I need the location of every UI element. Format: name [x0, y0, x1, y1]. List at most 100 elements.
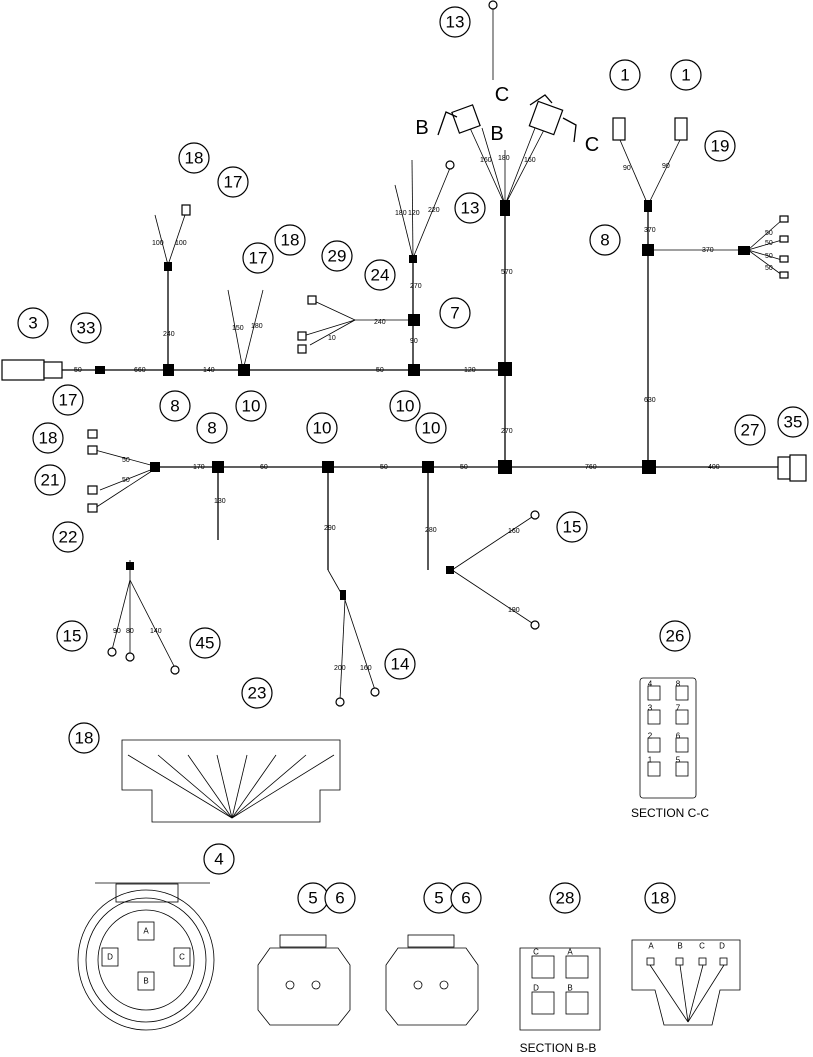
dim-label: 760 — [585, 464, 597, 471]
dim-label: 290 — [324, 525, 336, 532]
svg-text:8: 8 — [207, 419, 216, 438]
svg-text:45: 45 — [196, 634, 215, 653]
dim-label: 180 — [395, 210, 407, 217]
section-mark-c: C — [585, 134, 599, 156]
pin-label: C — [533, 948, 539, 957]
pin-label: 7 — [676, 704, 681, 713]
junction-markers — [95, 200, 750, 600]
svg-text:28: 28 — [556, 889, 575, 908]
svg-text:15: 15 — [63, 627, 82, 646]
dim-label: 120 — [464, 367, 476, 374]
dim-label: 100 — [152, 240, 164, 247]
callout-15: 15 — [556, 511, 588, 543]
callout-45: 45 — [189, 627, 221, 659]
svg-text:22: 22 — [59, 528, 78, 547]
svg-text:17: 17 — [249, 249, 268, 268]
dim-label: 50 — [122, 457, 130, 464]
callout-1: 1 — [609, 59, 641, 91]
callout-15: 15 — [56, 620, 88, 652]
svg-text:10: 10 — [313, 419, 332, 438]
dim-label: 660 — [134, 367, 146, 374]
pin-label: B — [567, 984, 572, 993]
svg-text:1: 1 — [681, 66, 690, 85]
callout-13: 13 — [454, 192, 486, 224]
section-label: SECTION B-B — [520, 1041, 597, 1055]
dim-label: 120 — [408, 210, 420, 217]
dim-label: 630 — [644, 397, 656, 404]
svg-text:33: 33 — [77, 319, 96, 338]
dim-label: 50 — [74, 367, 82, 374]
callout-8: 8 — [196, 412, 228, 444]
dim-label: 160 — [524, 157, 536, 164]
dimension-labels: 160 180 160 90 90 370 370 50 50 50 50 10… — [74, 155, 773, 672]
svg-text:27: 27 — [741, 421, 760, 440]
pin-label: 8 — [676, 680, 681, 689]
svg-text:13: 13 — [446, 13, 465, 32]
dim-label: 50 — [376, 367, 384, 374]
pin-label: B — [677, 942, 682, 951]
callout-10: 10 — [306, 412, 338, 444]
svg-text:18: 18 — [651, 889, 670, 908]
detail-5-6-connector-a — [257, 934, 351, 1026]
dim-label: 270 — [501, 428, 513, 435]
detail-4-round-connector — [77, 882, 215, 1031]
callout-3: 3 — [17, 307, 49, 339]
pin-label: 1 — [648, 756, 653, 765]
dim-label: 220 — [428, 207, 440, 214]
dim-label: 130 — [214, 498, 226, 505]
pin-label: B — [143, 977, 148, 986]
section-markers: C B B C — [415, 84, 599, 156]
dim-label: 150 — [232, 325, 244, 332]
pin-label: D — [719, 942, 725, 951]
detail-5-6-connector-b — [385, 934, 479, 1026]
pin-label: 6 — [676, 732, 681, 741]
callout-35: 35 — [777, 406, 809, 438]
dim-label: 50 — [380, 464, 388, 471]
svg-text:24: 24 — [371, 266, 390, 285]
svg-text:14: 14 — [391, 655, 410, 674]
callout-7: 7 — [439, 297, 471, 329]
svg-text:18: 18 — [39, 429, 58, 448]
svg-text:1: 1 — [620, 66, 629, 85]
svg-text:13: 13 — [461, 199, 480, 218]
callout-18: 18 — [178, 142, 210, 174]
svg-text:8: 8 — [170, 397, 179, 416]
dim-label: 570 — [501, 269, 513, 276]
dim-label: 50 — [765, 265, 773, 272]
dim-label: 170 — [193, 464, 205, 471]
svg-text:19: 19 — [711, 137, 730, 156]
component-shapes — [1, 0, 807, 707]
callout-1: 1 — [670, 59, 702, 91]
dim-label: 370 — [644, 227, 656, 234]
pin-label: A — [648, 942, 654, 951]
dim-label: 50 — [460, 464, 468, 471]
svg-text:18: 18 — [75, 729, 94, 748]
pin-label: A — [143, 927, 149, 936]
svg-text:35: 35 — [784, 413, 803, 432]
pin-label: 2 — [648, 732, 653, 741]
dim-label: 160 — [480, 157, 492, 164]
dim-label: 50 — [765, 253, 773, 260]
dim-label: 50 — [122, 477, 130, 484]
callout-13: 13 — [439, 6, 471, 38]
dim-label: 370 — [702, 247, 714, 254]
callout-4: 4 — [203, 843, 235, 875]
dim-label: 140 — [150, 628, 162, 635]
detail-26-section-cc — [639, 677, 697, 799]
svg-text:5: 5 — [434, 889, 443, 908]
pin-label: C — [179, 953, 185, 962]
callout-10: 10 — [389, 390, 421, 422]
section-label: SECTION C-C — [631, 806, 709, 820]
dim-label: 270 — [410, 283, 422, 290]
dim-label: 180 — [498, 155, 510, 162]
callout-10: 10 — [415, 412, 447, 444]
svg-text:17: 17 — [224, 173, 243, 192]
dim-label: 200 — [334, 665, 346, 672]
dim-label: 80 — [126, 628, 134, 635]
callout-6: 6 — [324, 882, 356, 914]
pin-label: D — [533, 984, 539, 993]
callout-29: 29 — [321, 240, 353, 272]
svg-text:18: 18 — [185, 149, 204, 168]
dim-label: 180 — [251, 323, 263, 330]
